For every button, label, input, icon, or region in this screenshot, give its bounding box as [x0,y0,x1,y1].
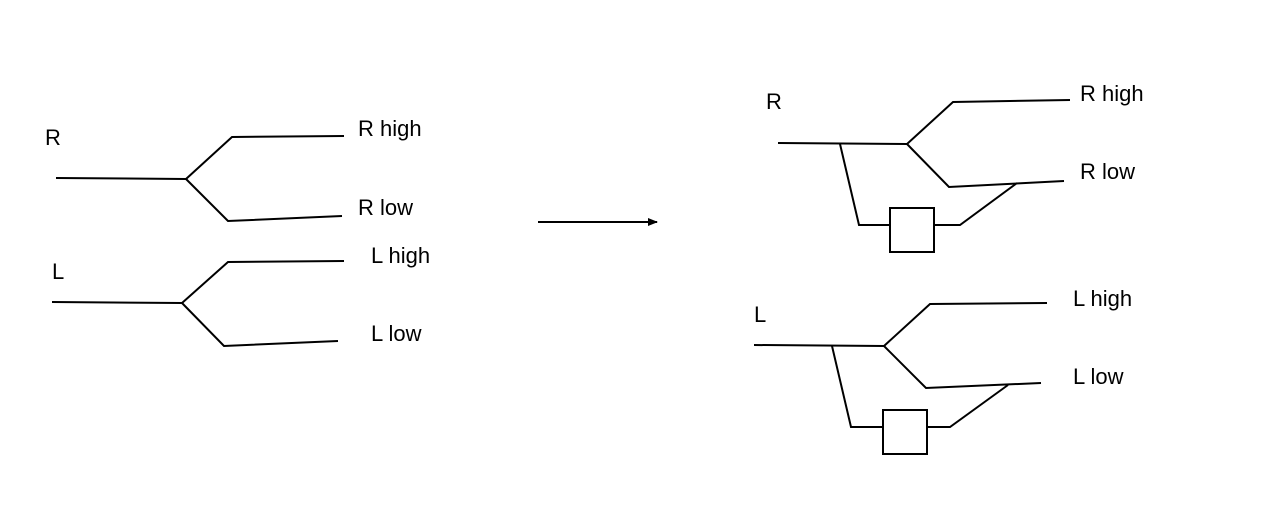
before-r-high-label: R high [358,116,422,141]
after-r-input-label: R [766,89,782,114]
after-l-input-label: L [754,302,766,327]
after-r-low-label: R low [1080,159,1135,184]
after-r-input-line [777,142,908,145]
before-r-low-label: R low [358,195,413,220]
before-r-input-line [55,177,187,180]
after-l-low-branch [883,345,1042,390]
before-l-high-label: L high [371,243,430,268]
after-r-bypass-out [934,182,1018,226]
after-r-high-label: R high [1080,81,1144,106]
after-r-low-branch [906,143,1065,189]
before-l-group: L L high L low [51,243,430,348]
before-l-low-branch [181,302,339,348]
after-l-high-branch [883,302,1048,347]
after-l-bypass-out [927,384,1009,428]
before-r-low-branch [185,178,343,223]
before-l-low-label: L low [371,321,422,346]
after-l-high-label: L high [1073,286,1132,311]
after-l-low-label: L low [1073,364,1124,389]
after-l-group: L L high L low [753,286,1132,455]
after-l-input-line [753,344,885,347]
before-r-high-branch [185,135,345,180]
after-r-high-branch [906,99,1071,145]
after-l-process-block [882,409,928,455]
before-r-group: R R high R low [45,116,422,223]
before-r-input-label: R [45,125,61,150]
before-l-input-line [51,301,183,304]
after-r-process-block [889,207,935,253]
after-r-bypass-in [839,143,890,226]
before-l-input-label: L [52,259,64,284]
before-l-high-branch [181,260,345,304]
after-l-bypass-in [831,345,883,428]
after-r-group: R R high R low [766,81,1144,253]
